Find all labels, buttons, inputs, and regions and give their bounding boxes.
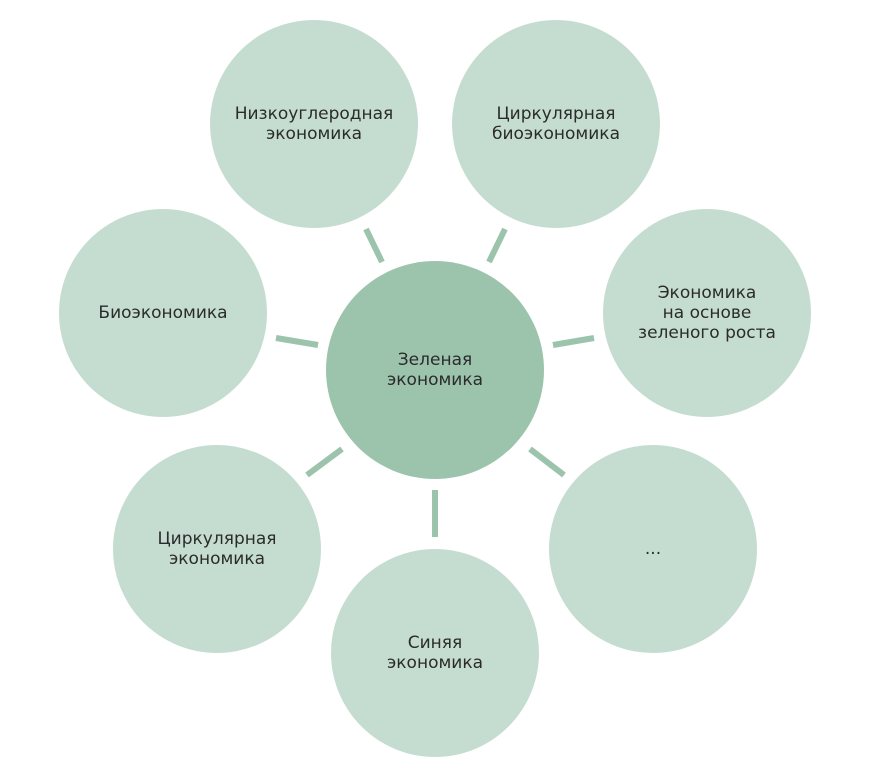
node-label: Синяя экономика bbox=[386, 633, 484, 673]
node-label: Циркулярная экономика bbox=[157, 529, 277, 569]
node-low-carbon-economy: Низкоуглеродная экономика bbox=[210, 20, 418, 228]
node-bioeconomy: Биоэкономика bbox=[59, 209, 267, 417]
connector-ellipsis bbox=[528, 446, 566, 478]
connector-greengrowth bbox=[552, 335, 595, 348]
node-green-growth-economy: Экономика на основе зеленого роста bbox=[603, 209, 811, 417]
node-blue-economy: Синяя экономика bbox=[331, 549, 539, 757]
node-label: Экономика на основе зеленого роста bbox=[638, 283, 776, 343]
node-label: Циркулярная биоэкономика bbox=[491, 104, 620, 144]
connector-lowcarbon bbox=[363, 227, 385, 264]
node-circular-bioeconomy: Циркулярная биоэкономика bbox=[452, 20, 660, 228]
node-circular-economy: Циркулярная экономика bbox=[113, 445, 321, 653]
connector-bioeconomy bbox=[275, 335, 319, 348]
center-node-label: Зеленая экономика bbox=[386, 350, 484, 390]
node-label: Биоэкономика bbox=[98, 303, 228, 323]
node-ellipsis: ... bbox=[549, 445, 757, 653]
node-label: ... bbox=[644, 539, 662, 559]
center-node-green-economy: Зеленая экономика bbox=[326, 261, 544, 479]
connector-circular bbox=[305, 446, 344, 478]
connector-circbio bbox=[486, 227, 508, 264]
node-label: Низкоуглеродная экономика bbox=[234, 104, 394, 144]
